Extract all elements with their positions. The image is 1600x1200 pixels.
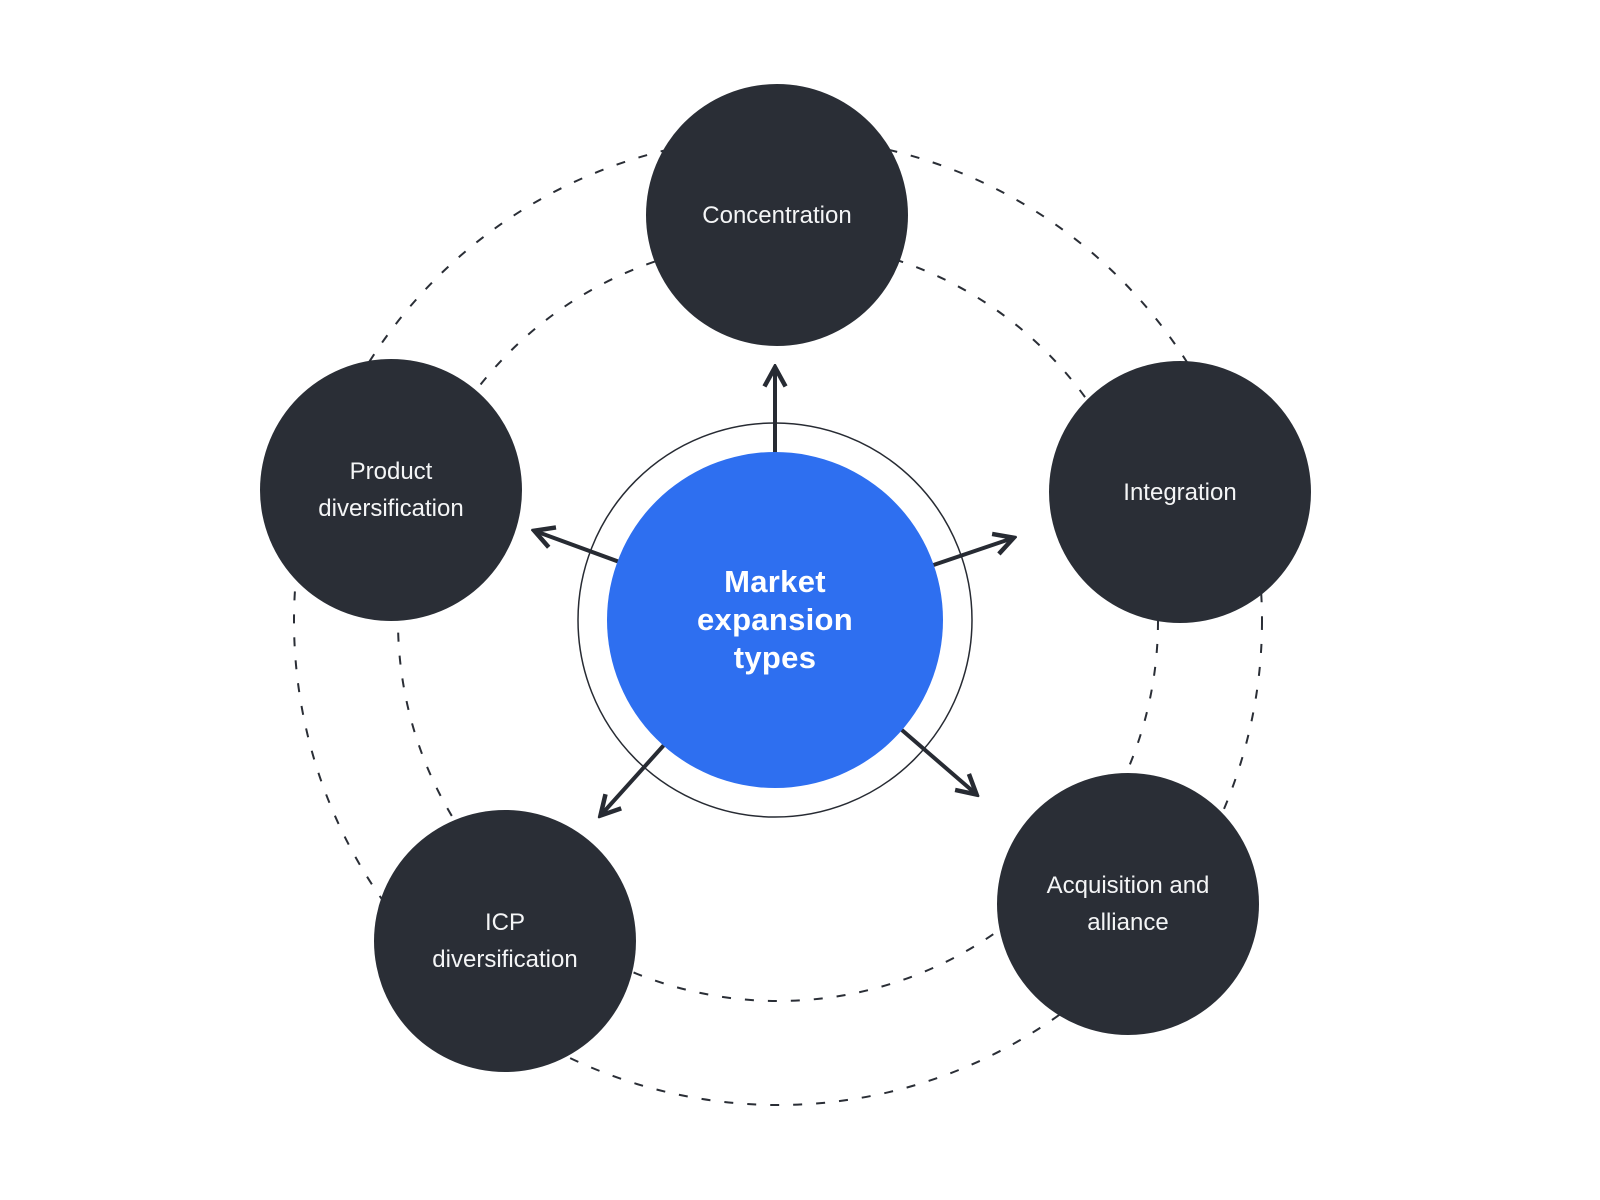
node-acquisition-alliance-label: Acquisition and alliance (1046, 872, 1210, 936)
node-integration-label: Integration (1123, 478, 1237, 506)
node-concentration-label: Concentration (702, 201, 852, 229)
node-product-diversification: Product diversification (260, 359, 522, 621)
hub-node-label: Market expansion types (696, 564, 854, 675)
node-concentration: Concentration (646, 84, 908, 346)
hub-node-market-expansion-types: Market expansion types (607, 452, 943, 788)
node-product-diversification-label: Product diversification (318, 458, 464, 522)
node-acquisition-alliance: Acquisition and alliance (997, 773, 1259, 1035)
node-icp-diversification-label: ICP diversification (432, 909, 578, 973)
node-icp-diversification: ICP diversification (374, 810, 636, 1072)
node-integration: Integration (1049, 361, 1311, 623)
